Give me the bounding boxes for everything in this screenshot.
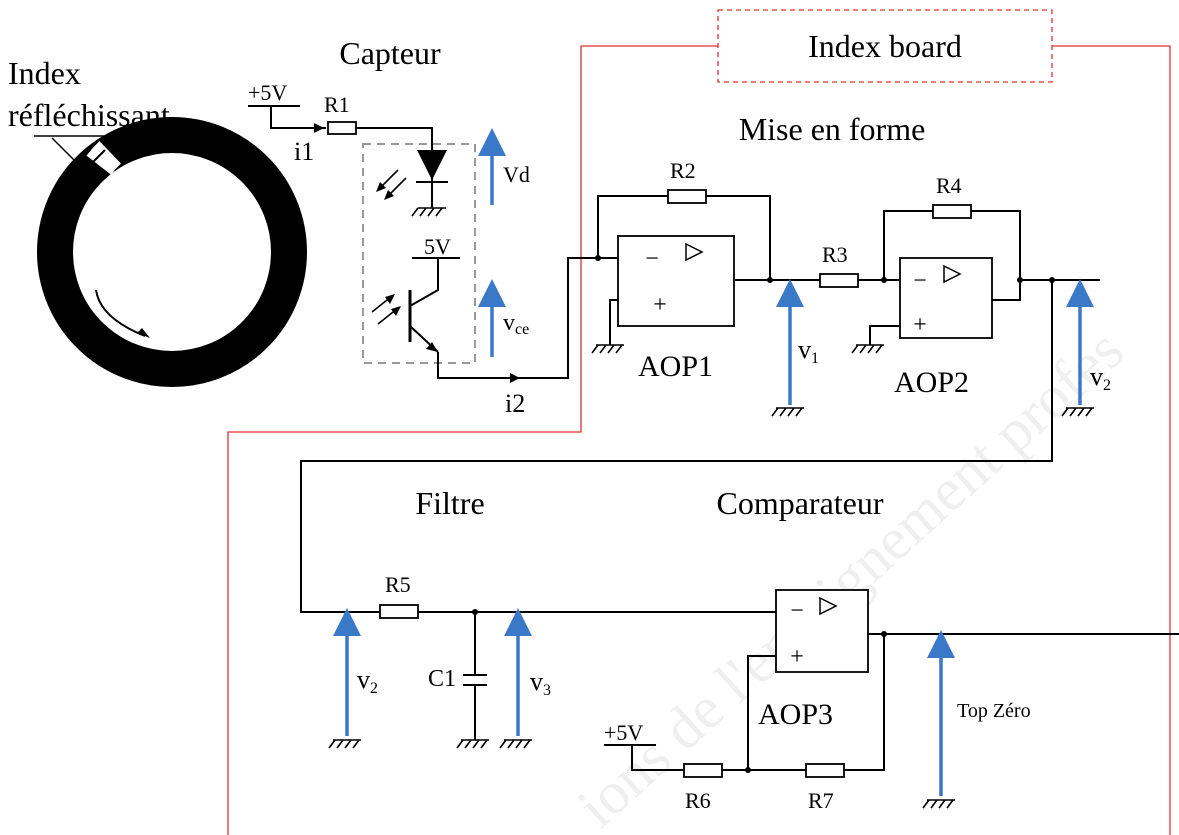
- ground-aop2: [851, 344, 884, 354]
- opamp-aop3-label: AOP3: [758, 698, 833, 731]
- phototransistor: [408, 258, 439, 353]
- resistor-r4: [932, 204, 972, 219]
- wire-r2-right: [706, 195, 771, 280]
- wire-supply-r6: [631, 745, 684, 771]
- wire-r4-right: [971, 210, 1021, 280]
- ground-top-zero: [922, 799, 955, 809]
- voltage-v2-filter: v2: [357, 665, 378, 697]
- current-i2: i2: [505, 389, 525, 418]
- board-title: Index board: [808, 28, 962, 64]
- voltage-top-zero: Top Zéro: [957, 700, 1031, 722]
- wire-aop2-plus: [869, 325, 900, 345]
- junction-aop2-out: [1017, 277, 1023, 283]
- ground-c1: [456, 739, 489, 749]
- board-outline-left: [227, 45, 718, 835]
- junction-aop1-out: [767, 277, 773, 283]
- led-diode: [416, 150, 448, 183]
- rotation-arrow-head: [137, 328, 150, 338]
- resistor-r1-label: R1: [324, 92, 350, 117]
- wire-i2: [437, 257, 598, 379]
- comparator-supply-label: +5V: [604, 720, 643, 745]
- aop1-plus: +: [653, 292, 667, 318]
- reflective-disk: [37, 117, 307, 387]
- opamp-aop2-label: AOP2: [894, 366, 969, 399]
- ground-diode: [411, 207, 446, 217]
- wire-r4-left: [883, 210, 933, 280]
- current-i1: i1: [294, 137, 314, 166]
- disk-label-line1: Index: [8, 55, 81, 91]
- aop3-symbol: [819, 596, 838, 616]
- section-shaping: Mise en forme: [739, 111, 926, 147]
- resistor-r5-label: R5: [385, 572, 411, 597]
- resistor-r5: [379, 604, 419, 619]
- disk-label-line2: réfléchissant: [8, 97, 170, 133]
- optocoupler-box: [362, 143, 476, 364]
- wire-aop1-plus: [609, 299, 618, 345]
- aop2-minus: −: [913, 268, 927, 294]
- i2-arrow: [510, 373, 520, 383]
- transistor-supply-label: 5V: [424, 234, 451, 259]
- capacitor-c1-label: C1: [428, 666, 456, 692]
- ground-v2-top: [1061, 407, 1094, 417]
- wire-aop2-out: [992, 279, 1100, 301]
- board-title-box: [717, 9, 1053, 83]
- section-filter: Filtre: [415, 485, 484, 521]
- aop3-minus: −: [790, 598, 804, 624]
- opamp-aop1-label: AOP1: [638, 350, 713, 383]
- sensor-supply-label: +5V: [248, 80, 287, 105]
- resistor-r2-label: R2: [670, 158, 696, 183]
- voltage-v3: v3: [530, 667, 551, 699]
- resistor-r7: [805, 763, 845, 778]
- wire-r7-feedback: [844, 634, 885, 771]
- disk-label-pointer: [51, 137, 86, 172]
- resistor-r6-label: R6: [685, 788, 711, 813]
- aop3-plus: +: [790, 644, 804, 670]
- aop2-plus: +: [913, 312, 927, 338]
- resistor-r2: [667, 189, 707, 204]
- wire-to-filter: [300, 280, 1053, 613]
- ground-v2-filter: [328, 739, 361, 749]
- aop2-symbol: [943, 264, 962, 284]
- opamp-aop3: [775, 589, 869, 673]
- wire-i1: [270, 106, 326, 129]
- opamp-aop1: [617, 235, 735, 327]
- board-outline-right: [1052, 45, 1171, 835]
- i1-arrow: [314, 123, 324, 133]
- aop1-symbol: [685, 242, 704, 262]
- resistor-r1: [327, 121, 357, 135]
- section-sensor: Capteur: [339, 35, 441, 71]
- rotation-arrow: [95, 289, 146, 337]
- resistor-r3: [819, 273, 859, 288]
- resistor-r3-label: R3: [822, 242, 848, 267]
- junction-aop2-in: [881, 277, 887, 283]
- junction-r6-r7: [745, 767, 751, 773]
- light-reception-arrows: [371, 294, 401, 325]
- light-emission-arrows: [376, 169, 407, 200]
- ground-v1: [771, 407, 804, 417]
- section-comparator: Comparateur: [716, 485, 883, 521]
- resistor-r7-label: R7: [808, 788, 834, 813]
- ground-v3: [499, 739, 532, 749]
- watermark: ions de l'enseignement profes: [565, 316, 1136, 835]
- voltage-v1: v1: [798, 335, 819, 367]
- voltage-vd: Vd: [503, 162, 530, 187]
- disk-label-pointer-head: [76, 164, 89, 176]
- voltage-vce: vce: [503, 310, 529, 338]
- resistor-r4-label: R4: [936, 173, 962, 198]
- opamp-aop2: [899, 257, 993, 339]
- aop1-minus: −: [645, 246, 659, 272]
- junction-aop1-in: [595, 255, 601, 261]
- wire-r2-left: [597, 195, 668, 258]
- capacitor-c1: [463, 612, 487, 740]
- voltage-v2-top: v2: [1090, 362, 1111, 394]
- resistor-r6: [683, 763, 723, 778]
- wire-aop3-plus: [747, 655, 776, 770]
- ground-aop1: [591, 344, 624, 354]
